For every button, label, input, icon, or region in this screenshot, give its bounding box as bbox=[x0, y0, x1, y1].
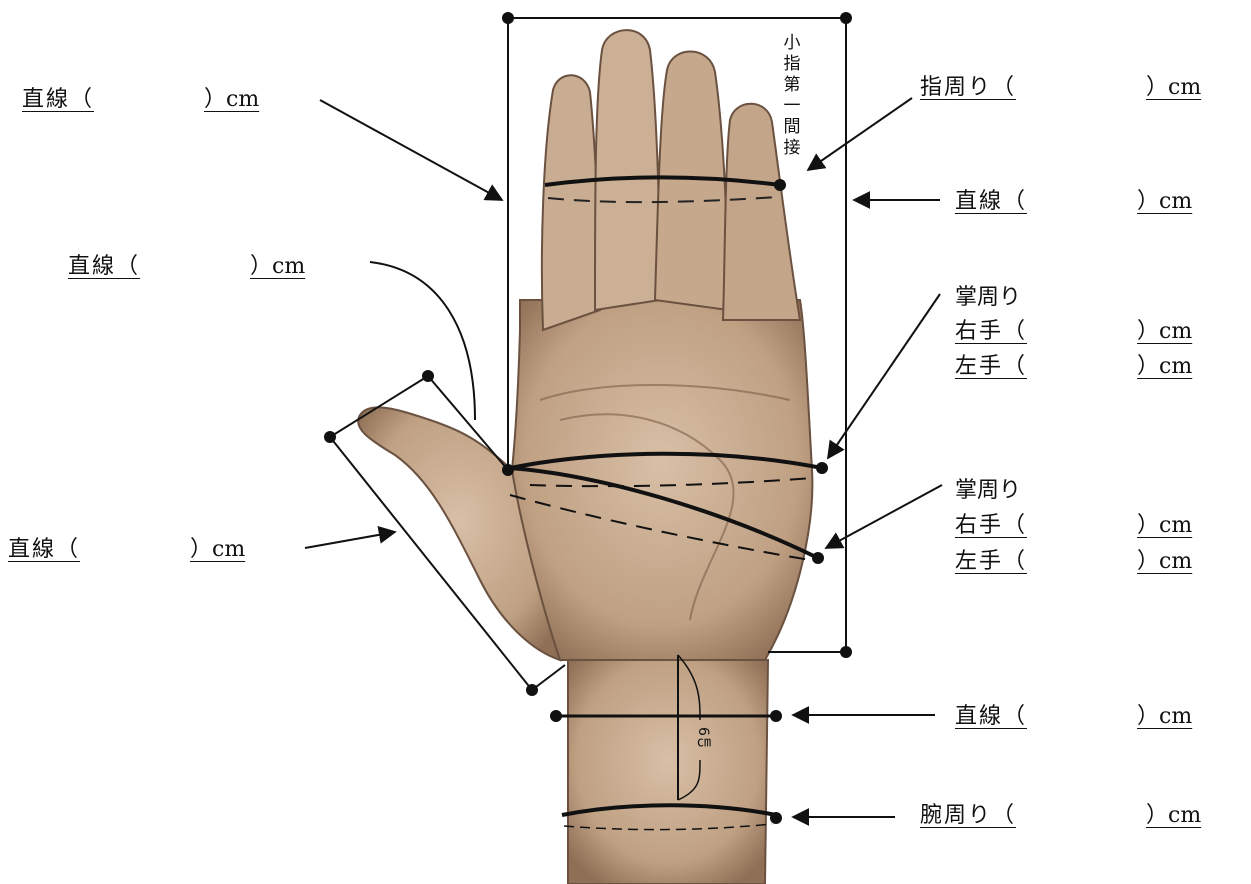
point bbox=[550, 710, 562, 722]
thumb-bottom-line bbox=[532, 665, 565, 690]
label-suffix: ）cm bbox=[1137, 354, 1192, 379]
note-char: 間 bbox=[781, 117, 803, 138]
label-suffix: ）cm bbox=[1137, 189, 1192, 214]
label-suffix: ）cm bbox=[250, 254, 305, 279]
label-prefix: 左手（ bbox=[955, 354, 1027, 379]
finger-middle bbox=[595, 30, 660, 310]
little-finger-joint-note: 小 指 第 一 間 接 bbox=[781, 33, 803, 159]
label-left-top: 直線（ ）cm bbox=[22, 86, 259, 114]
arrow-finger-circ bbox=[808, 98, 912, 170]
note-char: 小 bbox=[781, 33, 803, 54]
label-suffix: ）cm bbox=[1137, 319, 1192, 344]
label-palm2-left: 左手（ ）cm bbox=[955, 548, 1192, 576]
label-suffix: ）cm bbox=[1137, 549, 1192, 574]
label-suffix: ）cm bbox=[1146, 803, 1201, 828]
label-wrist-circumference: 腕周り（ ）cm bbox=[920, 802, 1201, 830]
label-suffix: ）cm bbox=[204, 87, 259, 112]
label-prefix: 直線（ bbox=[22, 87, 94, 112]
label-left-mid: 直線（ ）cm bbox=[68, 253, 305, 281]
note-char: 指 bbox=[781, 54, 803, 75]
six-cm-label: 6㎝ bbox=[691, 718, 713, 758]
label-prefix: 直線（ bbox=[8, 537, 80, 562]
label-prefix: 指周り（ bbox=[920, 75, 1016, 100]
label-suffix: ）cm bbox=[190, 537, 245, 562]
point bbox=[324, 431, 336, 443]
label-prefix: 左手（ bbox=[955, 549, 1027, 574]
point bbox=[502, 12, 514, 24]
note-char: 第 bbox=[781, 75, 803, 96]
finger-index bbox=[542, 75, 600, 330]
arrow-left-bottom bbox=[305, 532, 395, 548]
point bbox=[526, 684, 538, 696]
label-palm1-right: 右手（ ）cm bbox=[955, 318, 1192, 346]
palm bbox=[510, 300, 812, 660]
forearm bbox=[568, 660, 768, 884]
point bbox=[840, 12, 852, 24]
label-prefix: 直線（ bbox=[68, 254, 140, 279]
note-char: 一 bbox=[781, 96, 803, 117]
point bbox=[816, 462, 828, 474]
point bbox=[774, 179, 786, 191]
label-prefix: 腕周り（ bbox=[920, 803, 1016, 828]
point bbox=[422, 370, 434, 382]
label-prefix: 右手（ bbox=[955, 319, 1027, 344]
label-right-straight: 直線（ ）cm bbox=[955, 188, 1192, 216]
label-suffix: ）cm bbox=[1146, 75, 1201, 100]
label-finger-circumference: 指周り（ ）cm bbox=[920, 74, 1201, 102]
label-palm2-right: 右手（ ）cm bbox=[955, 512, 1192, 540]
palm1-title: 掌周り bbox=[955, 284, 1021, 312]
note-char: 接 bbox=[781, 138, 803, 159]
arrow-palm1 bbox=[828, 294, 940, 458]
label-suffix: ）cm bbox=[1137, 513, 1192, 538]
label-prefix: 直線（ bbox=[955, 189, 1027, 214]
arrow-palm2 bbox=[826, 485, 942, 548]
label-left-bottom: 直線（ ）cm bbox=[8, 536, 245, 564]
label-suffix: ）cm bbox=[1137, 704, 1192, 729]
label-prefix: 右手（ bbox=[955, 513, 1027, 538]
label-palm1-left: 左手（ ）cm bbox=[955, 353, 1192, 381]
arrow-left-mid bbox=[370, 262, 475, 420]
label-prefix: 直線（ bbox=[955, 704, 1027, 729]
label-wrist-straight: 直線（ ）cm bbox=[955, 703, 1192, 731]
point bbox=[840, 646, 852, 658]
point bbox=[502, 464, 514, 476]
point bbox=[812, 552, 824, 564]
arrow-left-top bbox=[320, 100, 502, 200]
palm2-title: 掌周り bbox=[955, 477, 1021, 505]
point bbox=[770, 812, 782, 824]
point bbox=[770, 710, 782, 722]
